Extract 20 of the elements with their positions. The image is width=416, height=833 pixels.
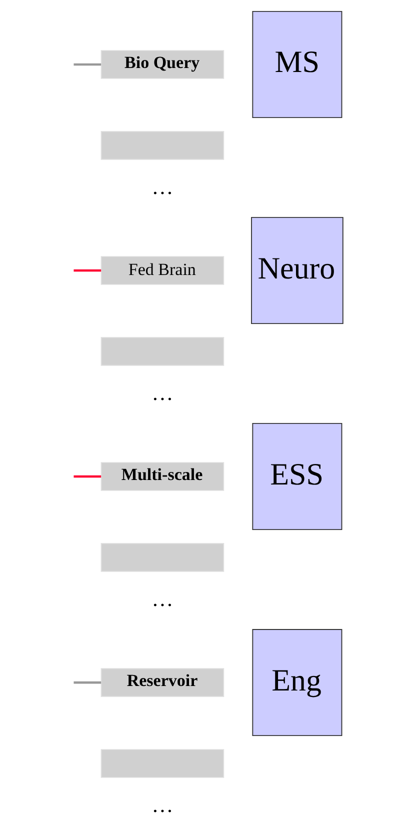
label: …: [152, 586, 174, 611]
node-box: ESS: [252, 423, 342, 530]
connector: [74, 63, 102, 66]
node-box: [100, 749, 224, 778]
connector: [74, 269, 102, 272]
label: …: [152, 174, 174, 199]
label: …: [152, 792, 174, 817]
connector: [74, 475, 102, 478]
node-box: [100, 337, 224, 366]
node-box: [100, 131, 224, 160]
node-box: Bio Query: [100, 50, 224, 79]
label: …: [152, 380, 174, 405]
node-box: Fed Brain: [100, 256, 224, 285]
node-box: Reservoir: [100, 668, 224, 697]
node-box: Multi-scale: [100, 462, 224, 491]
node-box: Eng: [252, 629, 342, 736]
node-box: Neuro: [251, 217, 344, 324]
node-box: [100, 543, 224, 572]
connector: [74, 681, 102, 684]
node-box: MS: [252, 10, 342, 118]
